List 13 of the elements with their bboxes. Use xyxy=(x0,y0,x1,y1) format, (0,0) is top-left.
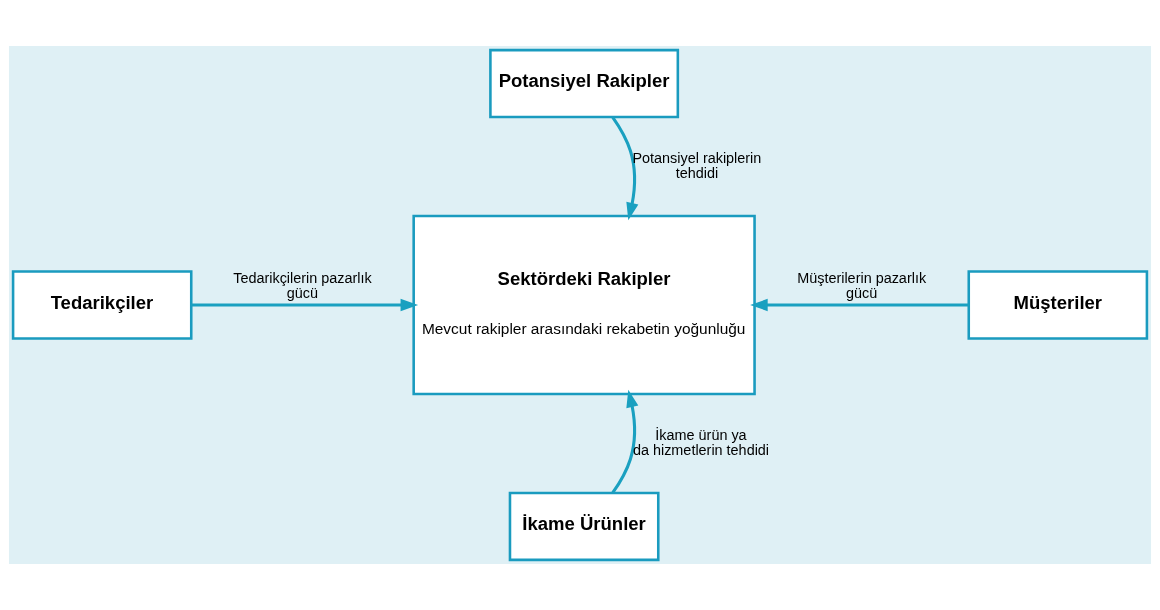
edge-label: Tedarikçilerin pazarlık gücü xyxy=(233,269,372,301)
edge-label: Potansiyel rakiplerin tehdidi xyxy=(632,149,762,182)
node-box: Sektördeki Rakipler Mevcut rakipler arasındaki rekabetin yoğunluğu xyxy=(412,214,756,396)
node-box: İkame Ürünler xyxy=(508,491,660,562)
arrow xyxy=(611,116,639,221)
edge-label: İkame ürün ya da hizmetlerin tehdidi xyxy=(632,426,770,459)
arrow xyxy=(611,389,639,494)
edge-label: Müşterilerin pazarlık gücü xyxy=(797,269,927,301)
node-box: Tedarikçiler xyxy=(11,270,193,340)
node-box: Potansiyel Rakipler xyxy=(489,48,680,119)
arrow xyxy=(191,298,419,312)
arrow xyxy=(750,298,969,312)
node-box: Müşteriler xyxy=(967,270,1149,340)
